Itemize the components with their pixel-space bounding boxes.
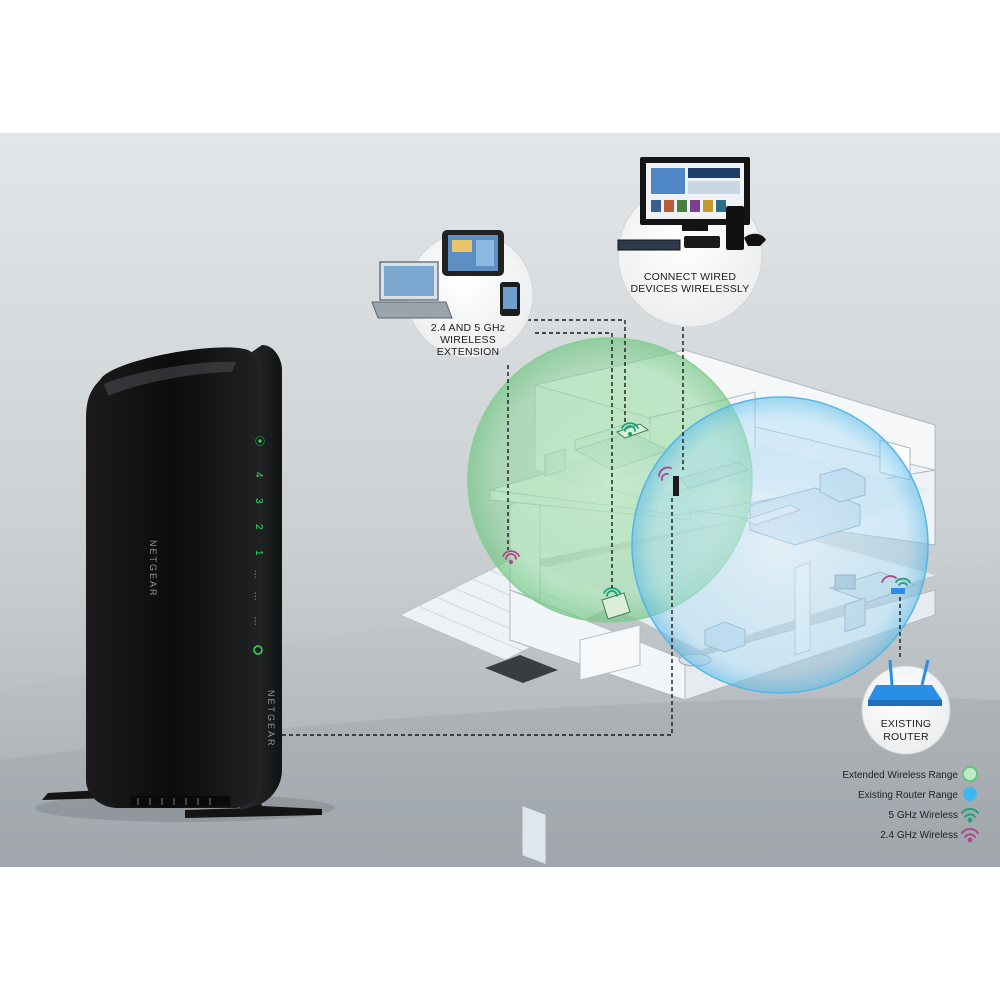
signal-led-icon: ⫶ [254, 570, 257, 581]
vent-grille [130, 796, 230, 806]
legend-24ghz-label: 2.4 GHz Wireless [880, 830, 958, 841]
legend: Extended Wireless Range Existing Router … [842, 766, 979, 843]
green-circle-icon [962, 766, 978, 782]
callout-extension-line1: 2.4 AND 5 GHz [431, 322, 505, 334]
callout-wireless-extension: 2.4 AND 5 GHz WIRELESS EXTENSION [371, 230, 534, 359]
router-range-circle [631, 396, 929, 694]
router-in-house-icon [891, 588, 905, 594]
callout-extension-line3: EXTENSION [437, 346, 499, 358]
led-panel: ⦿ 4 3 2 1 ⫶ ⫶ ⫶ [253, 436, 265, 655]
router-icon [868, 685, 942, 700]
connection-lines [282, 319, 901, 736]
controller-icon [744, 233, 766, 246]
wifi-24ghz-legend-icon [961, 828, 979, 843]
extender-in-house-icon [673, 476, 679, 496]
callout-wired-line2: DEVICES WIRELESSLY [631, 283, 750, 295]
front-door [521, 804, 547, 866]
callout-wired-devices: CONNECT WIRED DEVICES WIRELESSLY [617, 157, 766, 328]
brand-label-side: NETGEAR [266, 690, 276, 748]
in-house-devices [502, 422, 911, 620]
callout-router-line1: EXISTING [881, 718, 932, 730]
wifi-5ghz-legend-icon [961, 808, 979, 823]
callout-existing-router: EXISTING ROUTER [861, 659, 951, 755]
legend-router-range-label: Existing Router Range [858, 790, 958, 801]
wifi-5ghz-bedroom-icon [621, 422, 639, 437]
range-extender-device: NETGEAR NETGEAR ⦿ 4 3 2 1 ⫶ ⫶ ⫶ [35, 345, 335, 822]
callout-router-line2: ROUTER [883, 731, 929, 743]
power-led-icon [253, 645, 263, 655]
wifi-24ghz-router-icon [881, 575, 897, 583]
legend-extended-range-label: Extended Wireless Range [842, 770, 958, 781]
wifi-5ghz-ground-icon [603, 587, 621, 597]
callout-extension-line2: WIRELESS [440, 334, 496, 346]
game-console-icon [726, 206, 744, 250]
port-label-4: 4 [253, 472, 264, 478]
wifi-5ghz-router-icon [895, 577, 911, 586]
blue-circle-icon [963, 787, 977, 801]
line-extension-to-ground [535, 332, 613, 588]
link-led-icon: ⫶ [254, 617, 257, 628]
port-label-3: 3 [253, 498, 264, 504]
port-label-1: 1 [253, 550, 264, 556]
wifi-24ghz-extender-icon [658, 466, 672, 481]
wifi-24ghz-desk-icon [502, 550, 520, 565]
line-extension-to-laptop [520, 319, 626, 425]
media-player-icon [617, 239, 681, 251]
legend-5ghz-label: 5 GHz Wireless [889, 810, 958, 821]
device-front [86, 347, 262, 808]
doormat [485, 655, 558, 683]
callout-wired-line1: CONNECT WIRED [644, 271, 736, 283]
line-extender-to-house [282, 498, 673, 736]
wifi-led-icon: ⫶ [254, 592, 257, 603]
wps-led-icon: ⦿ [255, 436, 265, 448]
port-label-2: 2 [253, 524, 264, 530]
brand-label-front: NETGEAR [148, 540, 158, 598]
